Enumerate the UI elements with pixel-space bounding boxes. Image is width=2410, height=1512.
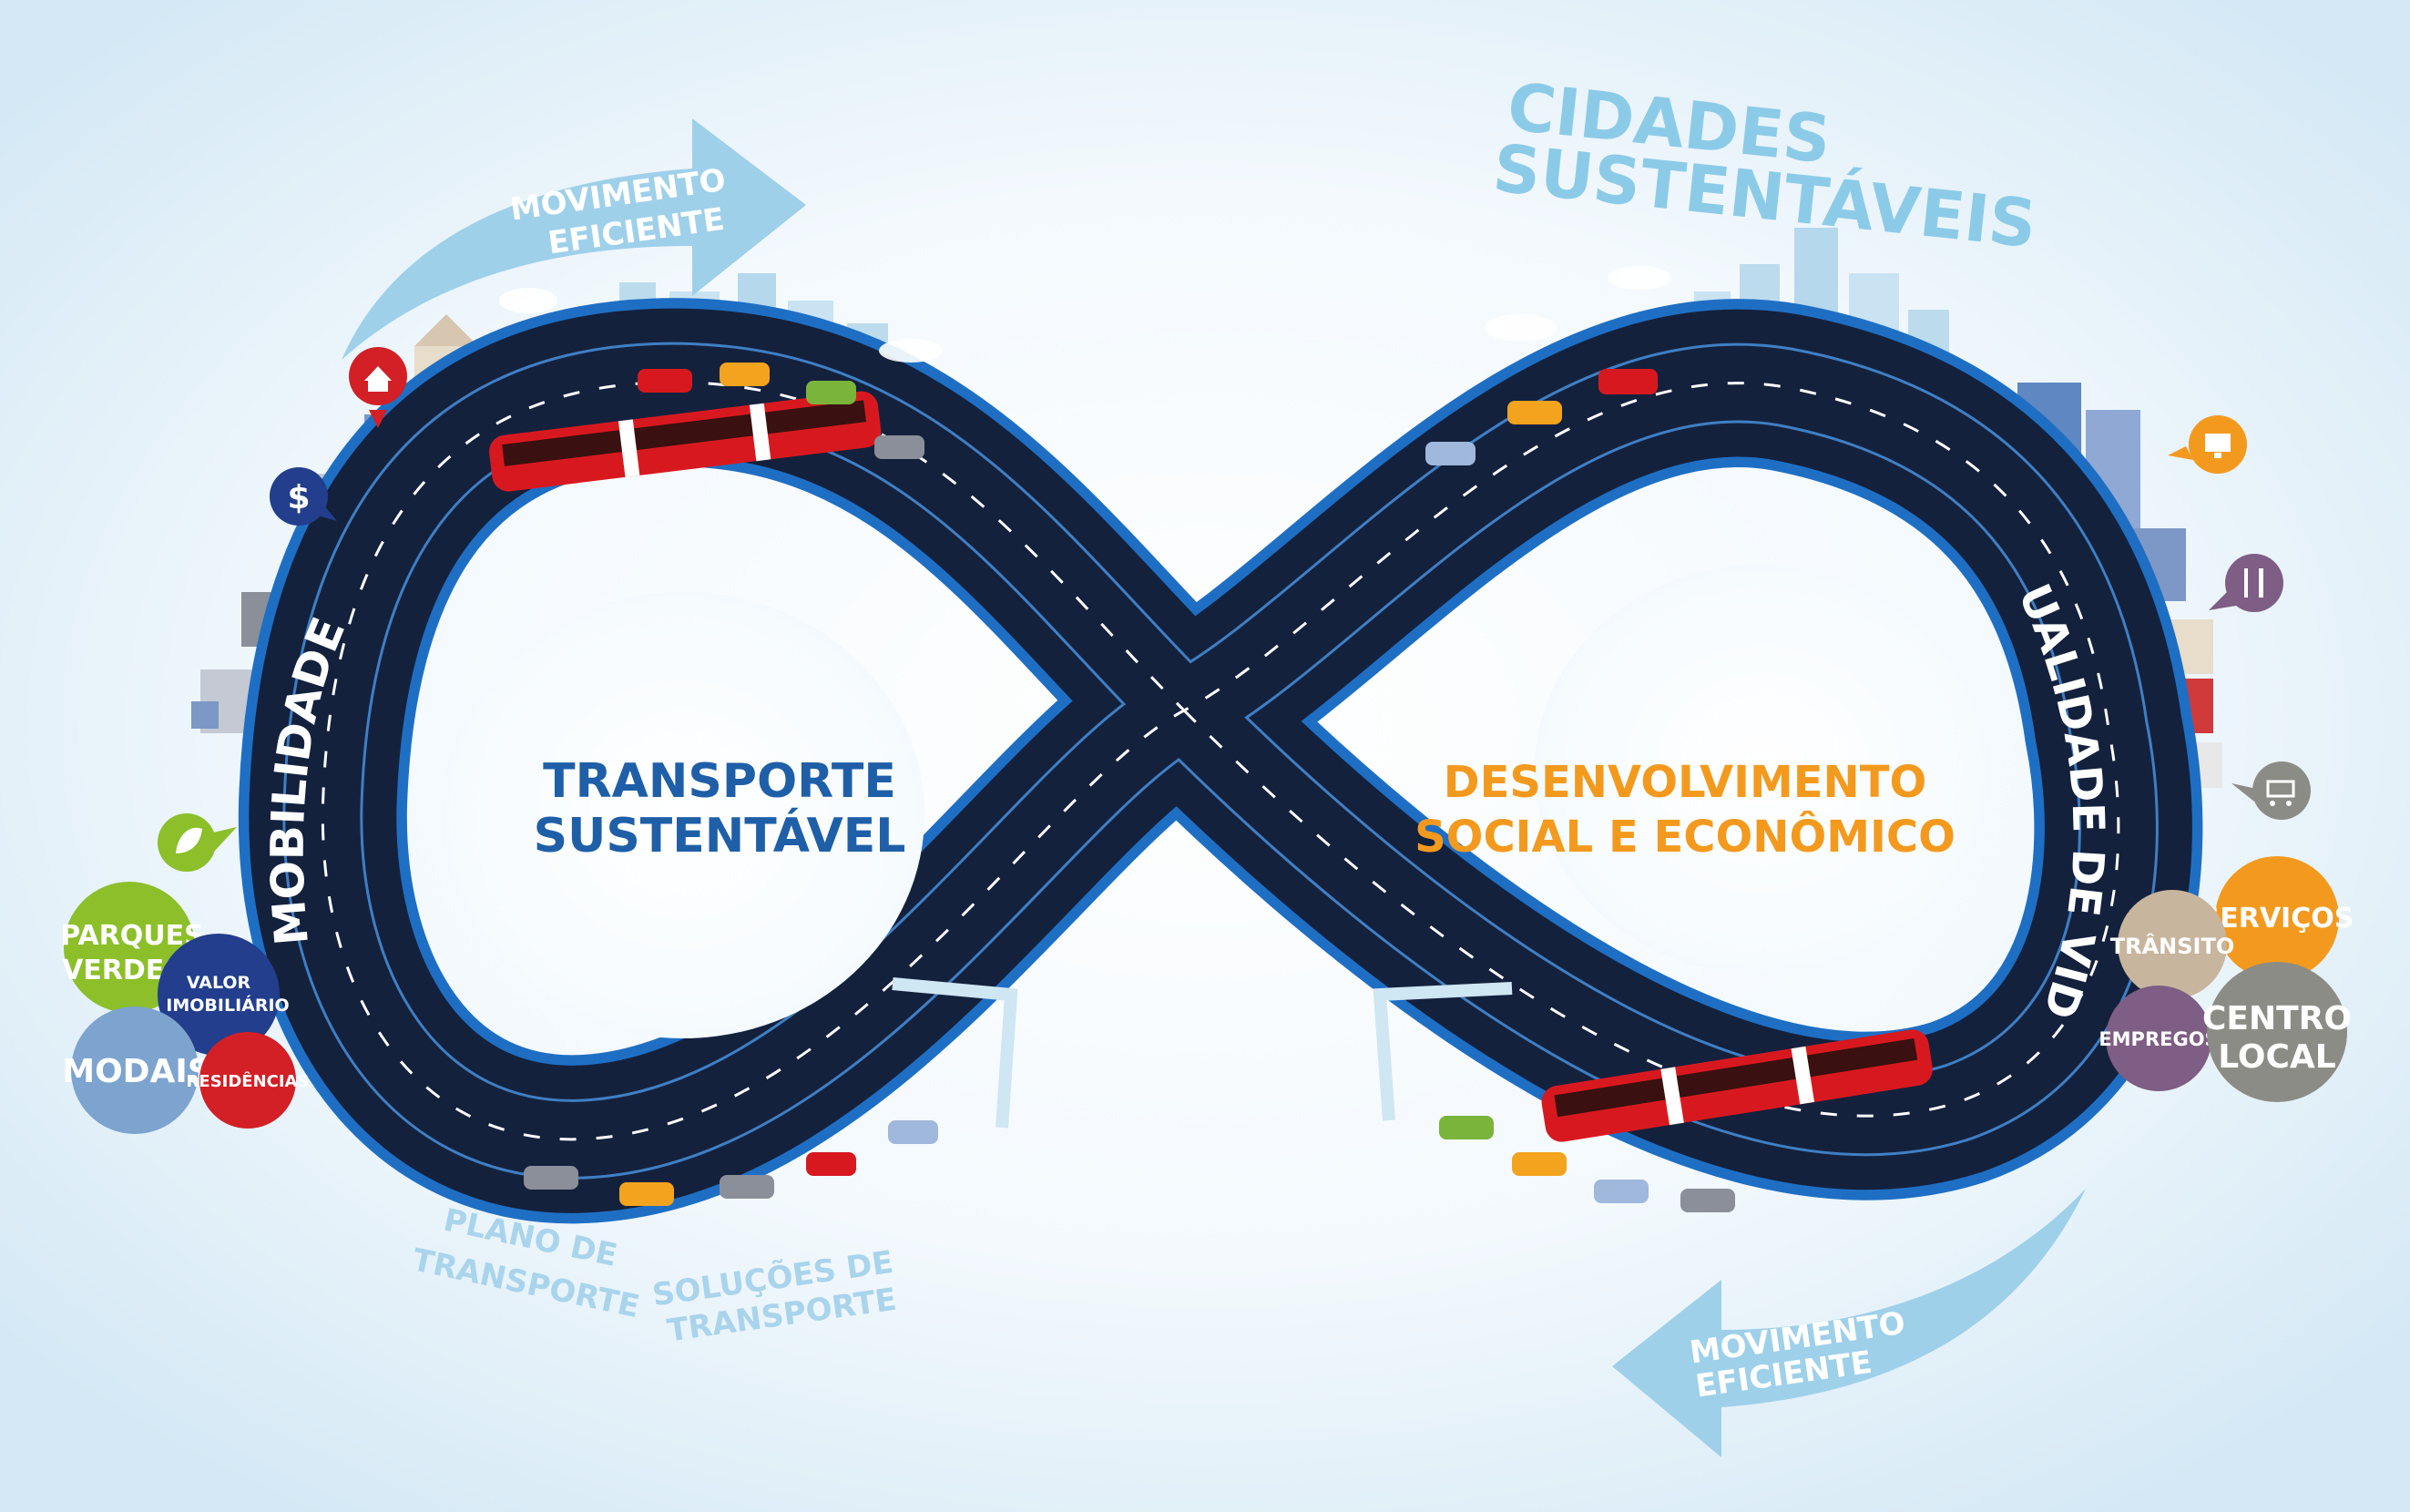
bubble-modais: MODAIS [62, 1006, 211, 1134]
center-right-line2: SOCIAL E ECONÔMICO [1414, 811, 1956, 863]
bubble-residencias: RESIDÊNCIAS [187, 1032, 310, 1129]
center-left-line2: SUSTENTÁVEL [534, 808, 906, 863]
bubble-servicos: SERVIÇOS [2201, 856, 2354, 980]
svg-text:CENTRO: CENTRO [2202, 1000, 2352, 1037]
fork-knife-icon [2209, 554, 2283, 612]
arrow-top-movimento-eficiente [342, 118, 806, 360]
bridge-pillar-left [892, 977, 1018, 1129]
svg-text:LOCAL: LOCAL [2218, 1038, 2335, 1076]
house-icon [349, 347, 407, 428]
bus-bottom-right [1541, 1029, 1933, 1142]
bubble-transito: TRÂNSITO [2110, 890, 2235, 999]
svg-text:$: $ [287, 479, 310, 516]
bubble-valor-imobiliario: VALOR IMOBILIÁRIO [158, 934, 290, 1056]
arrow-bottom-movimento-eficiente [1612, 1189, 2086, 1457]
bubble-centro-local: CENTRO LOCAL [2202, 962, 2352, 1102]
bus-top-left [489, 391, 882, 492]
center-right-line1: DESENVOLVIMENTO [1444, 757, 1927, 808]
svg-text:MODAIS: MODAIS [62, 1053, 211, 1090]
monitor-icon [2168, 415, 2247, 474]
center-left-line1: TRANSPORTE [543, 754, 896, 809]
svg-text:IMOBILIÁRIO: IMOBILIÁRIO [166, 995, 289, 1016]
svg-text:PARQUES: PARQUES [60, 920, 204, 952]
dollar-icon: $ [270, 467, 337, 526]
svg-text:TRÂNSITO: TRÂNSITO [2110, 933, 2235, 959]
svg-text:RESIDÊNCIAS: RESIDÊNCIAS [187, 1071, 310, 1091]
leaf-icon [158, 813, 237, 872]
cars [524, 363, 1735, 1212]
svg-text:SERVIÇOS: SERVIÇOS [2201, 903, 2354, 935]
bubble-empregos: EMPREGOS [2099, 986, 2219, 1091]
bridge-pillar-right [1373, 982, 1513, 1121]
right-loop-interior [1535, 565, 1990, 975]
shopping-cart-icon [2231, 761, 2311, 820]
svg-text:EMPREGOS: EMPREGOS [2099, 1028, 2218, 1050]
left-loop-interior [442, 592, 924, 1038]
svg-text:VALOR: VALOR [187, 973, 251, 993]
clouds [499, 266, 1671, 363]
